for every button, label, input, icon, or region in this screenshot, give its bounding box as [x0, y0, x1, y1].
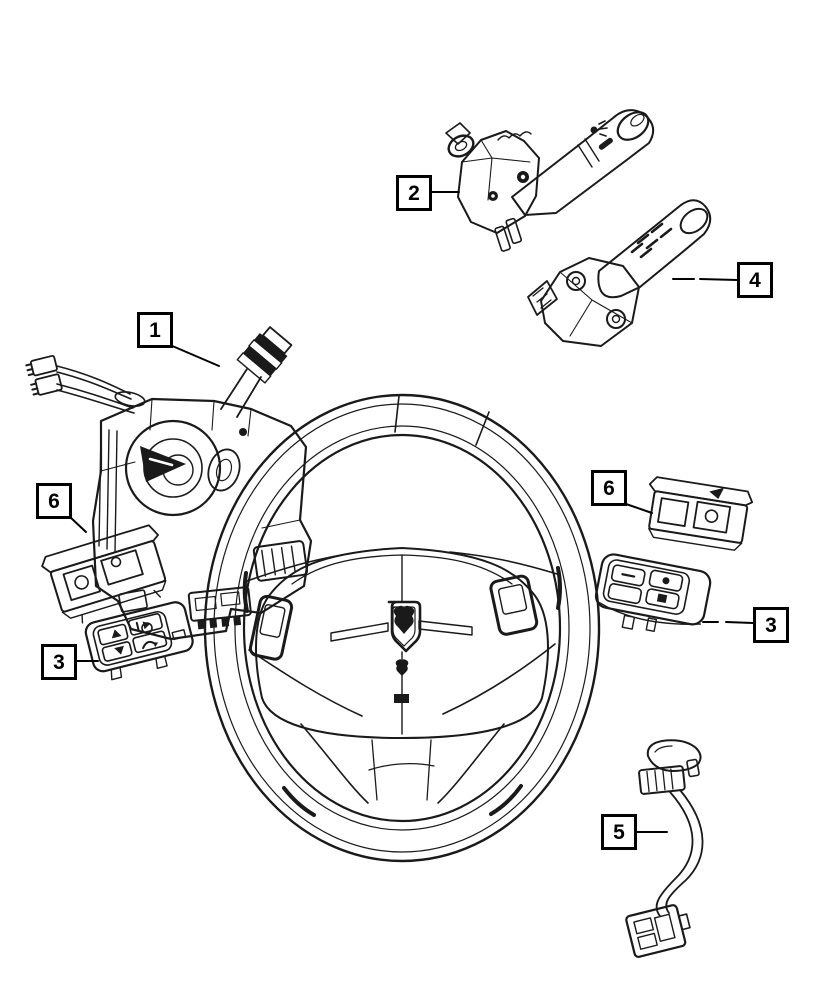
dot-icon — [662, 577, 670, 585]
callout-6-right-label: 6 — [603, 476, 615, 500]
arrow-down-icon — [114, 645, 124, 655]
callout-6-left-label: 6 — [48, 489, 60, 513]
callout-3-right-box[interactable]: 3 — [753, 607, 789, 643]
callout-4-box[interactable]: 4 — [737, 262, 773, 298]
leader-line-1 — [169, 344, 220, 367]
speed-control-switch-right-drawing — [594, 553, 712, 633]
leader-lines — [69, 191, 754, 833]
leader-line-6-right — [625, 503, 653, 514]
resume-arrow-icon — [142, 640, 156, 650]
switch-bezel-right-drawing — [648, 476, 754, 551]
switch-bezel-left-drawing — [41, 524, 167, 624]
shift-lever-switch-drawing — [527, 199, 712, 347]
minus-icon — [621, 573, 636, 578]
square-icon — [656, 593, 668, 604]
steering-wheel-drawing — [203, 393, 601, 863]
callout-1-box[interactable]: 1 — [137, 312, 173, 348]
fog-lamp-icon — [590, 120, 608, 137]
callout-3-left-label: 3 — [53, 650, 65, 674]
arrow-up-icon — [111, 629, 122, 639]
callout-5-label: 5 — [613, 820, 625, 844]
callout-6-right-box[interactable]: 6 — [591, 470, 627, 506]
leader-line-3-right — [702, 621, 754, 624]
callout-2-box[interactable]: 2 — [396, 175, 432, 211]
callout-6-left-box[interactable]: 6 — [36, 483, 72, 519]
callout-3-left-box[interactable]: 3 — [41, 644, 77, 680]
leader-line-6-left — [69, 516, 87, 533]
leader-line-4 — [672, 278, 738, 281]
callout-5-box[interactable]: 5 — [601, 814, 637, 850]
speed-control-switch-left-drawing — [84, 601, 194, 681]
multifunction-switch-drawing — [25, 326, 313, 641]
ram-emblem-icon — [393, 605, 415, 634]
arrow-right-icon — [142, 621, 151, 630]
callout-2-label: 2 — [408, 181, 420, 205]
turn-signal-switch-drawing — [445, 109, 655, 252]
callout-4-label: 4 — [749, 268, 761, 292]
callout-1-label: 1 — [149, 318, 161, 342]
jumper-wire-drawing — [625, 739, 704, 958]
callout-3-right-label: 3 — [765, 613, 777, 637]
